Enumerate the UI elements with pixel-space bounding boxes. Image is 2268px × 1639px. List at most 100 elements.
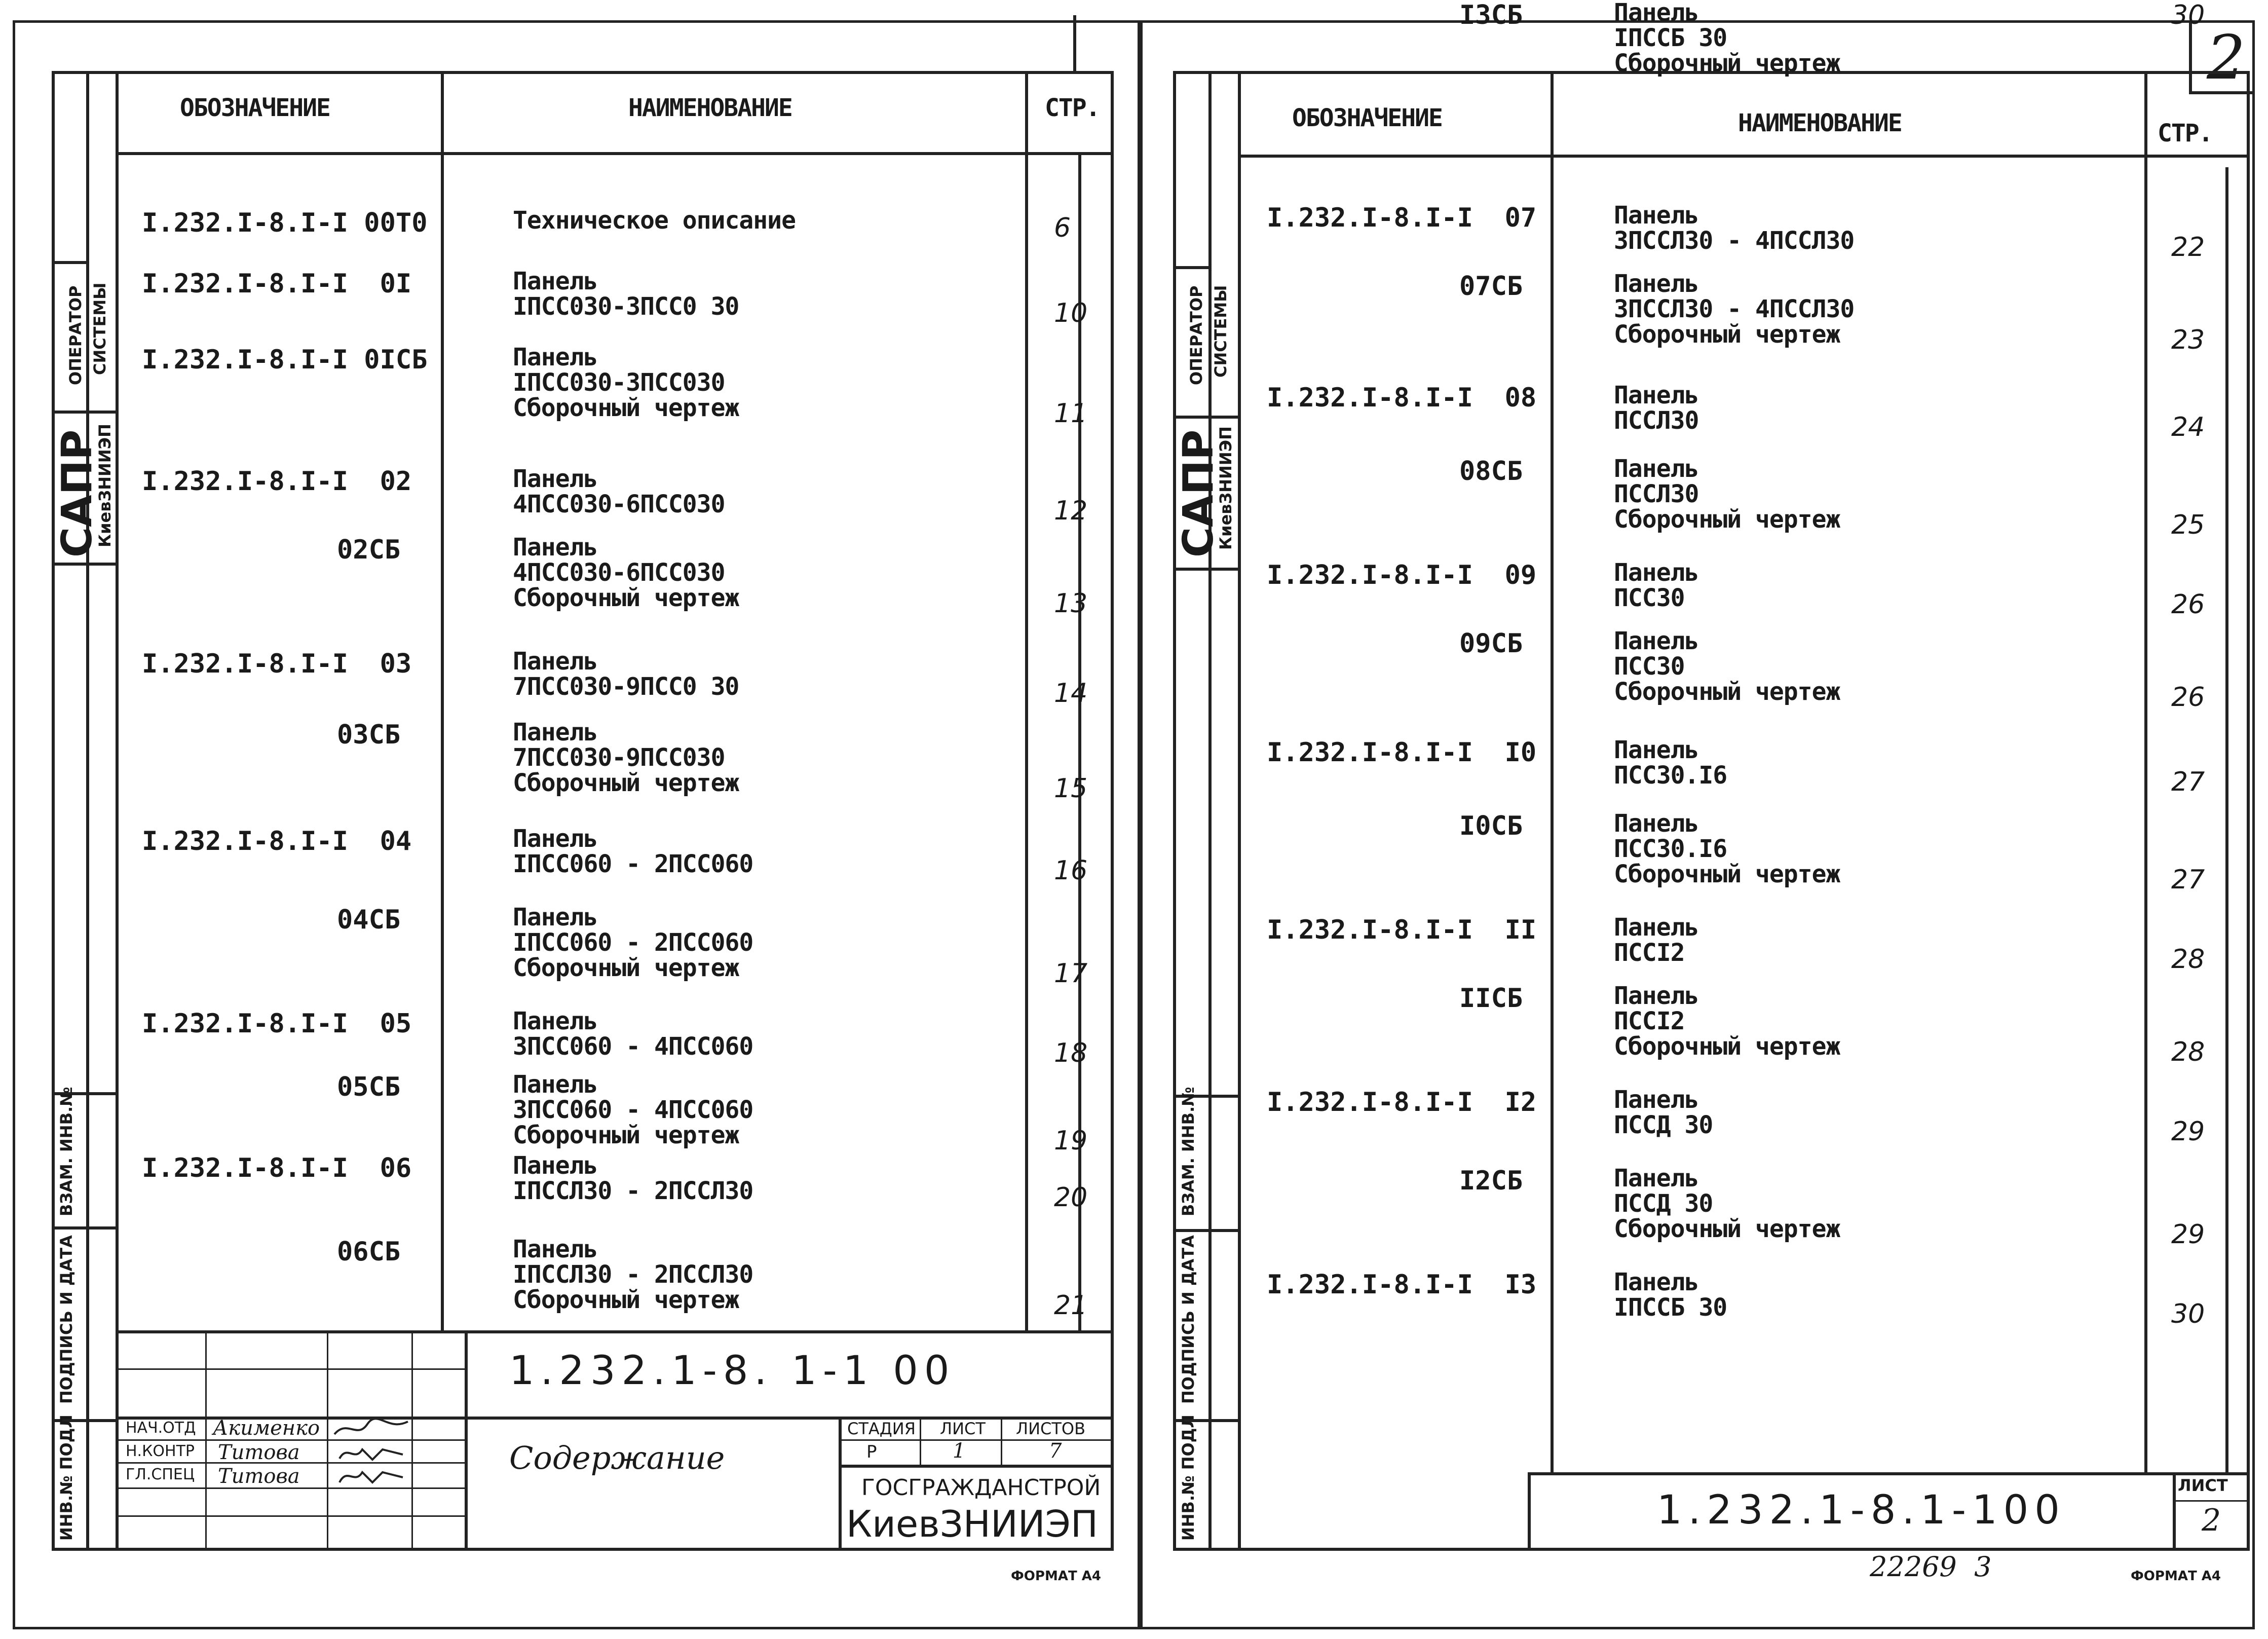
row-code: I.232.I-8.I-I 07 (1267, 203, 1537, 233)
row-code: 05СБ (337, 1072, 401, 1102)
row-page: 29 (2171, 1116, 2205, 1147)
row-name: Панель IПССЛ30 - 2ПССЛ30 Сборочный черте… (513, 1235, 753, 1314)
row-page: 28 (2171, 944, 2205, 975)
label-stage: СТАДИЯ (847, 1419, 916, 1438)
left-side-vzam: ВЗАМ. ИНВ.№ (57, 1087, 76, 1216)
right-side-sapr: САПР (1175, 429, 1223, 557)
label-sheets: ЛИСТОВ (1016, 1419, 1086, 1438)
right-header-designation: ОБОЗНАЧЕНИЕ (1292, 104, 1443, 132)
row-page: 6 (1054, 213, 1071, 243)
left-doc-number: 1.232.1-8. 1-1 00 (509, 1348, 956, 1394)
row-name: Панель 3ПССЛ30 - 4ПССЛ30 Сборочный черте… (1614, 270, 1855, 349)
row-code: I.232.I-8.I-I II (1267, 915, 1537, 945)
row-name: Панель IПСС060 - 2ПСС060 Сборочный черте… (513, 903, 753, 982)
row-code: I.232.I-8.I-I 03 (142, 649, 412, 679)
row-page: 16 (1054, 855, 1088, 886)
row-name: Панель ПССЛ30 Сборочный чертеж (1614, 455, 1840, 534)
right-side-operator: ОПЕРАТОР (1187, 285, 1206, 385)
org-kievzniiep: КиевЗНИИЭП (846, 1503, 1099, 1545)
person-titova-2: Титова (218, 1465, 300, 1488)
row-code: I2СБ (1459, 1166, 1523, 1196)
row-name: Панель IПСС060 - 2ПСС060 (513, 825, 753, 878)
right-side-sign: ПОДПИСЬ И ДАТА (1179, 1235, 1198, 1404)
right-format: ФОРМАТ А4 (2131, 1569, 2221, 1584)
label-sheet: ЛИСТ (940, 1419, 986, 1438)
row-name: Панель ПСС30 (1614, 558, 1699, 612)
row-page: 14 (1054, 678, 1088, 709)
row-code: I.232.I-8.I-I I2 (1267, 1087, 1537, 1118)
row-page: 29 (2171, 1219, 2205, 1250)
row-name: Панель IПСС030-3ПСС030 Сборочный чертеж (513, 343, 739, 422)
role-nach-otd: НАЧ.ОТД (126, 1419, 196, 1437)
row-page: 28 (2171, 1037, 2205, 1067)
row-name: Панель 3ПСС060 - 4ПСС060 Сборочный черте… (513, 1070, 753, 1149)
row-name: Техническое описание (513, 206, 796, 235)
row-page: 10 (1054, 298, 1088, 328)
row-code: I.232.I-8.I-I 09 (1267, 560, 1537, 590)
row-page: 13 (1054, 588, 1088, 619)
row-code: I.232.I-8.I-I 06 (142, 1153, 412, 1183)
right-corner-number: 2 (2207, 23, 2246, 93)
row-page: 27 (2171, 767, 2205, 797)
row-code: IIСБ (1459, 983, 1523, 1014)
value-sheets: 7 (1049, 1439, 1062, 1463)
row-page: 12 (1054, 496, 1088, 526)
row-name: Панель 4ПСС030-6ПСС030 (513, 465, 725, 518)
right-side-system: СИСТЕМЫ (1211, 285, 1230, 378)
row-name: Панель ПССЛ30 (1614, 381, 1699, 435)
right-frame (1173, 71, 2250, 1551)
row-page: 15 (1054, 773, 1088, 804)
row-code: I.232.I-8.I-I 0IСБ (142, 345, 428, 375)
row-code: 02СБ (337, 535, 401, 565)
role-n-kontr: Н.КОНТР (126, 1442, 195, 1460)
left-side-system: СИСТЕМЫ (90, 282, 109, 375)
value-sheet: 1 (953, 1439, 966, 1463)
row-code: 07СБ (1459, 271, 1523, 302)
row-name: Панель ПССI2 Сборочный чертеж (1614, 982, 1840, 1061)
row-page: 17 (1054, 958, 1088, 989)
row-name: Панель ПССД 30 Сборочный чертеж (1614, 1164, 1840, 1243)
row-page: 21 (1054, 1290, 1088, 1321)
left-frame (52, 71, 1114, 1551)
row-name: Панель IПССБ 30 Сборочный чертеж (1614, 0, 1840, 78)
row-page: 11 (1054, 398, 1088, 429)
row-name: Панель 3ПСС060 - 4ПСС060 (513, 1007, 753, 1061)
row-code: I.232.I-8.I-I I0 (1267, 737, 1537, 768)
row-page: 25 (2171, 510, 2205, 540)
person-akimenko: Акименко (213, 1417, 320, 1440)
left-side-inv: ИНВ.№ ПОДЛ (57, 1414, 76, 1541)
left-header-designation: ОБОЗНАЧЕНИЕ (180, 94, 331, 122)
right-sheet-label: ЛИСТ (2178, 1476, 2228, 1495)
person-titova-1: Титова (218, 1441, 300, 1464)
left-side-sign: ПОДПИСЬ И ДАТА (57, 1235, 76, 1404)
row-name: Панель 7ПСС030-9ПСС030 Сборочный чертеж (513, 718, 739, 797)
row-page: 20 (1054, 1182, 1088, 1213)
row-name: Панель ПСС30 Сборочный чертеж (1614, 627, 1840, 706)
row-page: 26 (2171, 589, 2205, 620)
signature-1 (333, 1418, 408, 1484)
row-code: I.232.I-8.I-I 00Т0 (142, 208, 428, 238)
role-gl-spec: ГЛ.СПЕЦ (126, 1466, 195, 1483)
right-sheet-border (1140, 20, 2255, 1629)
row-page: 24 (2171, 412, 2205, 442)
row-page: 27 (2171, 865, 2205, 895)
right-stamp-number: 22269 3 (1870, 1551, 1992, 1583)
right-side-vzam: ВЗАМ. ИНВ.№ (1179, 1087, 1198, 1216)
left-sheet-border (13, 20, 1140, 1629)
left-header-page: СТР. (1045, 94, 1101, 122)
row-page: 18 (1054, 1038, 1088, 1068)
row-page: 23 (2171, 325, 2205, 355)
right-side-org: КиевЗНИИЭП (1216, 426, 1235, 550)
row-name: Панель ПССД 30 (1614, 1086, 1713, 1139)
row-code: 08СБ (1459, 456, 1523, 487)
row-page: 19 (1054, 1126, 1088, 1156)
row-code: 04СБ (337, 905, 401, 935)
row-code: I0СБ (1459, 811, 1523, 841)
row-name: Панель ПСС30.I6 (1614, 736, 1727, 790)
right-header-name: НАИМЕНОВАНИЕ (1738, 109, 1903, 137)
row-code: I.232.I-8.I-I 05 (142, 1009, 412, 1039)
left-header-name: НАИМЕНОВАНИЕ (628, 94, 793, 122)
row-code: I.232.I-8.I-I 08 (1267, 383, 1537, 413)
row-page: 30 (2171, 0, 2205, 30)
left-doc-title: Содержание (509, 1439, 725, 1476)
